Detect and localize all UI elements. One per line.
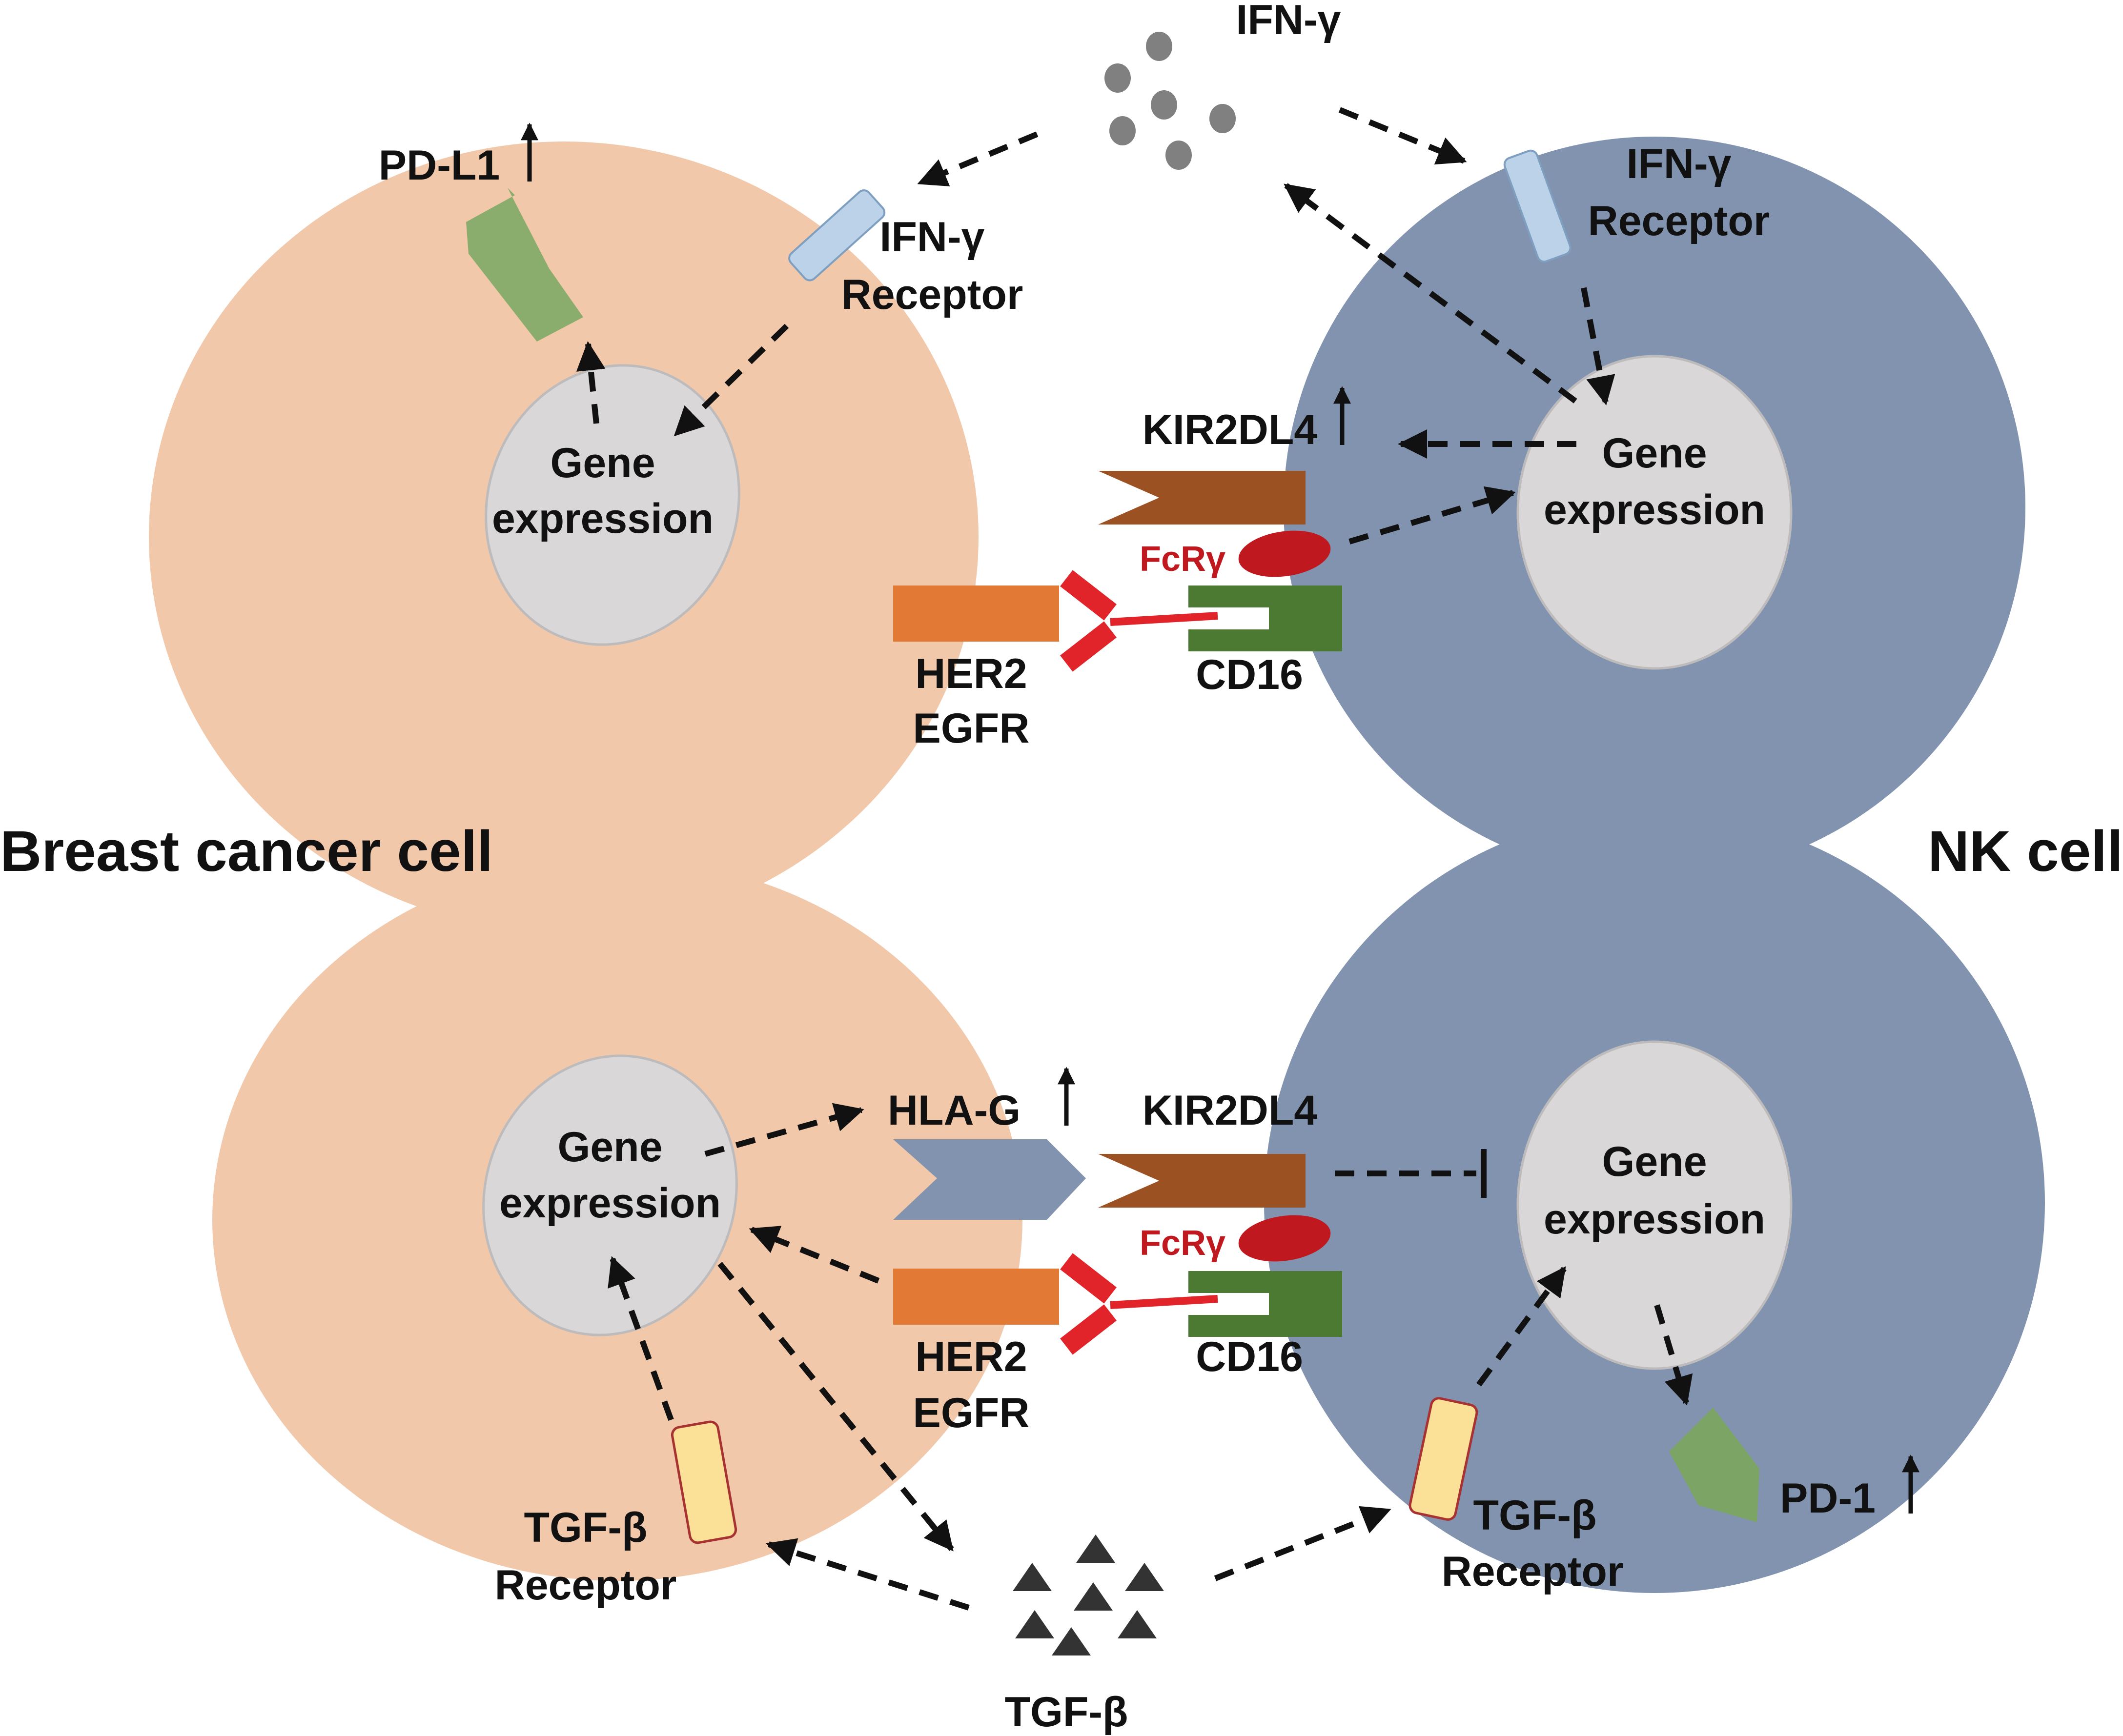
tgf-beta-receptor-label: TGF-β — [1473, 1492, 1596, 1539]
gene-expression-label: expression — [1544, 1196, 1765, 1243]
tgf-beta-receptor-label: Receptor — [1442, 1548, 1624, 1595]
antibody-fc — [1110, 612, 1218, 626]
gene-expression-label: Gene — [557, 1124, 662, 1171]
kir2dl4-receptor — [1098, 1154, 1306, 1208]
kir2dl4-label: KIR2DL4 — [1143, 1087, 1318, 1134]
dashed-arrow — [576, 341, 606, 424]
tgf-beta-triangle-icon — [1125, 1563, 1164, 1591]
egfr-label: EGFR — [913, 1390, 1030, 1436]
tgf-beta-triangles — [1013, 1534, 1164, 1655]
dashed-arrow — [1338, 107, 1467, 165]
ifn-gamma-receptor-label: IFN-γ — [1627, 141, 1732, 187]
antibody-arm — [1060, 1304, 1117, 1355]
ifn-receptor-nk — [1503, 149, 1572, 263]
fcr-gamma-chain — [1238, 530, 1331, 577]
her2-egfr-receptor — [893, 1269, 1059, 1325]
antibody-bottom — [1060, 1253, 1218, 1355]
gene-expression-label: expression — [1544, 486, 1765, 533]
ifn-receptor-cancer — [788, 189, 886, 282]
gene-expression-label: Gene — [1602, 430, 1707, 477]
her2-label: HER2 — [915, 650, 1027, 697]
antibody-top — [1060, 570, 1218, 672]
tgf-beta-receptor-label: TGF-β — [524, 1504, 647, 1551]
ifn-gamma-dot-icon — [1151, 90, 1177, 120]
fcr-gamma-label: FcRγ — [1140, 540, 1225, 579]
tgf-beta-triangle-icon — [1074, 1582, 1113, 1611]
dashed-arrow — [766, 1538, 970, 1611]
antibody-arm — [1060, 621, 1117, 672]
nucleus-nk-bottom — [1516, 1040, 1793, 1370]
dashed-arrow — [1214, 1506, 1391, 1581]
dashed-arrow — [1654, 1304, 1693, 1406]
tgf-beta-receptor-nk — [1409, 1397, 1478, 1521]
gene-expression-label: Gene — [550, 440, 655, 486]
tgf-beta-triangle-icon — [1052, 1627, 1091, 1655]
antibody-arm — [1060, 570, 1117, 621]
cd16-label: CD16 — [1196, 1333, 1303, 1380]
hla-g-label: HLA-G — [888, 1087, 1021, 1134]
fcr-gamma-chain — [1238, 1215, 1331, 1262]
ifn-gamma-dot-icon — [1209, 104, 1236, 133]
ifn-gamma-receptor-label: Receptor — [841, 271, 1023, 318]
gene-expression-label: Gene — [1602, 1138, 1707, 1185]
pd-1-receptor — [1669, 1408, 1759, 1522]
dashed-arrow — [1284, 183, 1577, 404]
pd-l1-label: PD-L1 — [379, 142, 500, 189]
dashed-arrow — [1348, 486, 1516, 545]
ifn-gamma-dot-icon — [1104, 63, 1131, 93]
cd16-receptor — [1188, 1271, 1342, 1337]
breast-cancer-cell-label: Breast cancer cell — [0, 819, 493, 884]
nucleus-nk-top — [1516, 355, 1793, 670]
dashed-arrow — [749, 1226, 880, 1284]
ifn-gamma-dots — [1104, 32, 1236, 170]
tgf-beta-triangle-icon — [1013, 1563, 1052, 1591]
gene-expression-label: expression — [492, 495, 714, 542]
dashed-arrow — [674, 323, 789, 437]
cd16-receptor — [1188, 585, 1342, 651]
ifn-gamma-dot-icon — [1146, 32, 1172, 61]
tgf-beta-triangle-icon — [1118, 1610, 1157, 1638]
her2-egfr-receptor — [893, 585, 1059, 642]
nk-cell-label: NK cell — [1928, 819, 2123, 884]
pd-l1-receptor — [466, 188, 583, 342]
dashed-arrow — [917, 131, 1039, 186]
dashed-arrow — [717, 1262, 954, 1552]
tgf-beta-triangle-icon — [1015, 1610, 1054, 1638]
dashed-arrow — [608, 1256, 674, 1421]
antibody-arm — [1060, 1253, 1117, 1304]
dashed-arrow — [1581, 287, 1615, 405]
tgf-beta-receptor-cancer — [671, 1420, 737, 1544]
tgf-beta-receptor-label: Receptor — [495, 1562, 677, 1609]
hla-g-ligand — [893, 1139, 1086, 1220]
kir2dl4-receptor — [1098, 471, 1306, 525]
ifn-gamma-label: IFN-γ — [1236, 0, 1341, 43]
pd-1-label: PD-1 — [1780, 1475, 1876, 1522]
kir2dl4-label: KIR2DL4 — [1143, 406, 1318, 453]
ifn-gamma-dot-icon — [1109, 116, 1136, 145]
dashed-arrow — [704, 1103, 864, 1157]
ifn-gamma-receptor-label: Receptor — [1588, 198, 1770, 244]
egfr-label: EGFR — [913, 705, 1030, 752]
fcr-gamma-label: FcRγ — [1140, 1224, 1225, 1263]
cd16-label: CD16 — [1196, 651, 1303, 698]
ifn-gamma-receptor-label: IFN-γ — [880, 214, 985, 261]
dashed-arrow — [1476, 1266, 1567, 1387]
tgf-beta-label: TGF-β — [1004, 1689, 1128, 1736]
her2-label: HER2 — [915, 1333, 1027, 1380]
ifn-gamma-dot-icon — [1165, 141, 1192, 170]
nucleus-cancer-bottom — [482, 1054, 738, 1336]
antibody-fc — [1110, 1295, 1218, 1309]
tgf-beta-triangle-icon — [1076, 1534, 1115, 1563]
gene-expression-label: expression — [499, 1180, 721, 1227]
